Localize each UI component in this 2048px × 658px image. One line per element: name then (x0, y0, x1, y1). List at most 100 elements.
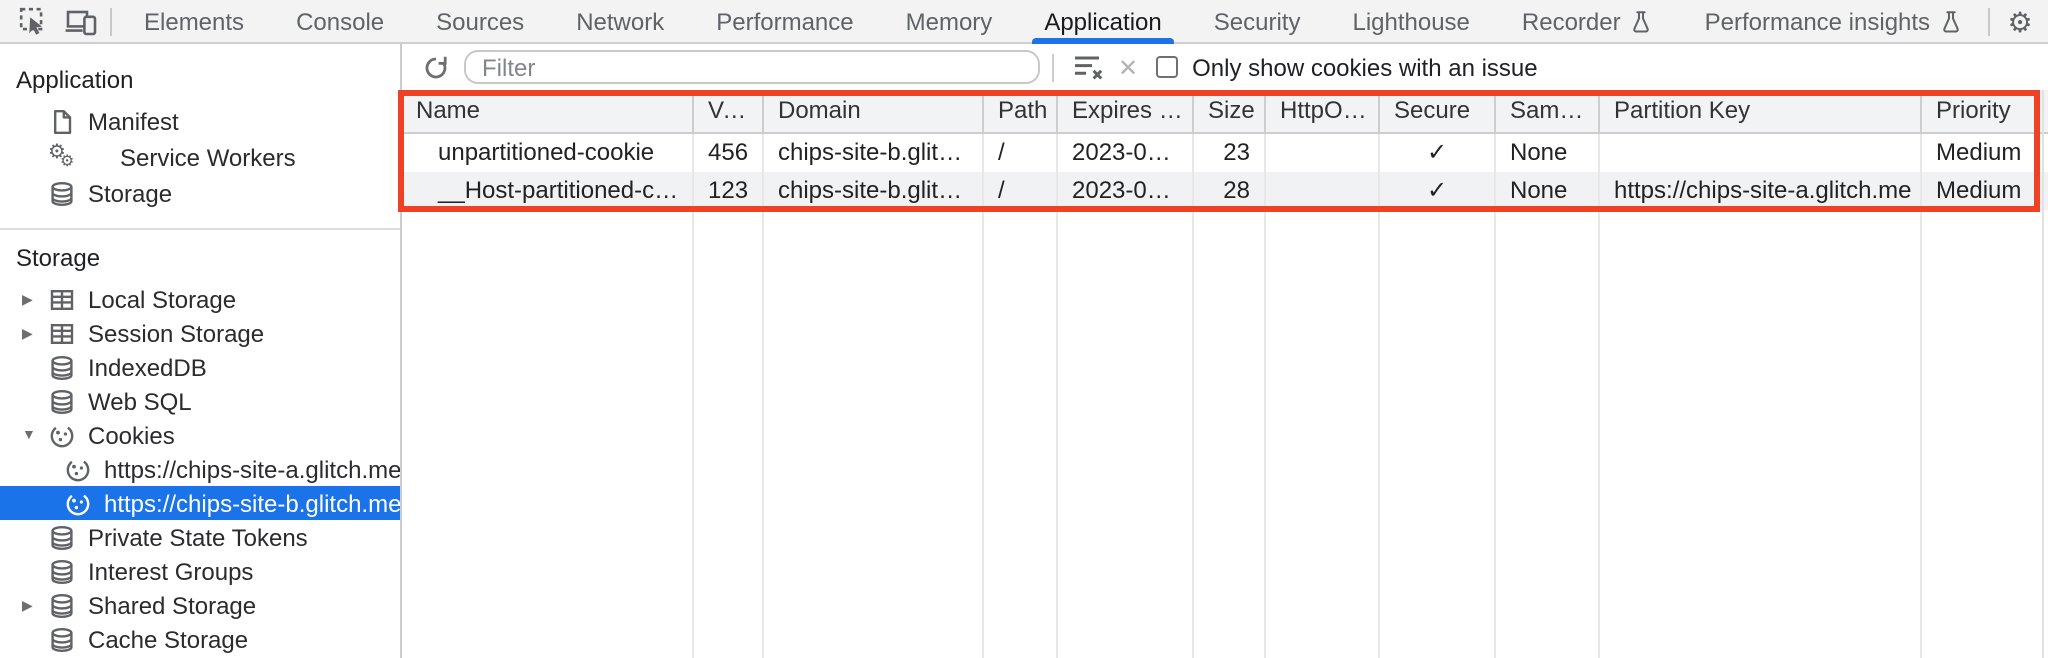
empty-grid-cell (694, 210, 764, 658)
sidebar-item-indexeddb[interactable]: IndexedDB (0, 350, 400, 384)
table-icon (48, 285, 76, 313)
cookie-row-cell-path[interactable]: / (984, 134, 1058, 172)
settings-button[interactable]: ⚙ (1996, 0, 2044, 43)
cookie-row-cell-expires[interactable]: 2023-07-07… (1058, 134, 1194, 172)
sidebar-item-local-storage[interactable]: ▶ Local Storage (0, 282, 400, 316)
tab-performance[interactable]: Performance (716, 7, 854, 35)
inspect-element-button[interactable] (8, 0, 56, 43)
sidebar-item-label: Local Storage (88, 285, 237, 313)
cookie-row-cell-httponly[interactable] (1266, 134, 1380, 172)
database-icon (48, 557, 76, 585)
cookie-row-cell-domain[interactable]: chips-site-b.glitch.me (764, 134, 984, 172)
clear-filter-icon (1075, 56, 1103, 80)
sidebar-item-label: Web SQL (88, 387, 192, 415)
cookie-row-cell-partition-key[interactable]: https://chips-site-a.glitch.me (1600, 172, 1922, 210)
storage-section-title: Storage (16, 244, 101, 272)
cookies-toolbar: ✕ Only show cookies with an issue (402, 44, 2048, 90)
sidebar-item-label: Service Workers (120, 144, 296, 172)
filter-input[interactable] (464, 50, 1040, 84)
empty-grid-cell (1194, 210, 1266, 658)
more-options-button[interactable]: ⋮ (2044, 0, 2048, 43)
database-icon (48, 387, 76, 415)
panel-right-edge-line (2042, 90, 2044, 658)
application-section-title: Application (16, 66, 134, 94)
only-issue-cookies-checkbox[interactable] (1156, 56, 1179, 78)
toolbar-separator (1052, 53, 1054, 81)
only-issue-cookies-label[interactable]: Only show cookies with an issue (1192, 53, 1538, 81)
cookie-row-cell-samesite[interactable]: None (1496, 172, 1600, 210)
column-header-value[interactable]: Value (694, 90, 764, 134)
sidebar-item-web-sql[interactable]: Web SQL (0, 384, 400, 418)
tab-recorder[interactable]: Recorder (1496, 0, 1679, 43)
sidebar-item-storage[interactable]: Storage (0, 176, 400, 212)
sidebar-item-interest-groups[interactable]: Interest Groups (0, 554, 400, 588)
column-header-name[interactable]: Name (402, 90, 694, 134)
cookie-row-cell-partition-key[interactable] (1600, 134, 1922, 172)
clear-filter-button[interactable] (1072, 54, 1104, 80)
expanded-triangle-icon[interactable]: ▼ (22, 428, 36, 442)
cookie-row-cell-domain[interactable]: chips-site-b.glitch.me (764, 172, 984, 210)
cookie-row-cell-value[interactable]: 123 (694, 172, 764, 210)
sidebar-item-manifest[interactable]: Manifest (0, 104, 400, 140)
column-header-expires[interactable]: Expires / M… (1058, 90, 1194, 134)
tab-security[interactable]: Security (1213, 7, 1301, 35)
application-sidebar: Application Manifest ⚙⚙ Service Workers (0, 44, 402, 658)
empty-grid-cell (1266, 210, 1380, 658)
cookie-row-cell-name[interactable]: unpartitioned-cookie (402, 134, 694, 172)
cookie-row-cell-samesite[interactable]: None (1496, 134, 1600, 172)
devtools-tabbar: Elements Console Sources Network Perform… (0, 0, 2048, 44)
tab-application[interactable]: Application (1018, 0, 1187, 43)
column-header-httponly[interactable]: HttpOnly (1266, 90, 1380, 134)
empty-grid-cell (984, 210, 1058, 658)
collapsed-triangle-icon[interactable]: ▶ (22, 293, 33, 307)
cookie-row-cell-name[interactable]: __Host-partitioned-cookie (402, 172, 694, 210)
collapsed-triangle-icon[interactable]: ▶ (22, 327, 33, 341)
collapsed-triangle-icon[interactable]: ▶ (22, 599, 33, 613)
empty-grid-cell (1496, 210, 1600, 658)
column-header-samesite[interactable]: SameSite (1496, 90, 1600, 134)
sidebar-item-cache-storage[interactable]: Cache Storage (0, 622, 400, 656)
tab-console[interactable]: Console (296, 7, 385, 35)
inspect-icon (18, 7, 42, 35)
cookie-row-cell-size[interactable]: 23 (1194, 134, 1266, 172)
tab-elements[interactable]: Elements (144, 7, 245, 35)
sidebar-item-service-workers[interactable]: ⚙⚙ Service Workers (0, 140, 400, 176)
cookie-row-cell-priority[interactable]: Medium (1922, 172, 2048, 210)
cookie-row-cell-value[interactable]: 456 (694, 134, 764, 172)
sidebar-item-cookies-site-b-selected[interactable]: https://chips-site-b.glitch.me (0, 486, 400, 520)
tab-performance-insights[interactable]: Performance insights (1679, 0, 1988, 43)
cookie-row-cell-path[interactable]: / (984, 172, 1058, 210)
cookie-row-cell-size[interactable]: 28 (1194, 172, 1266, 210)
cookie-row-cell-httponly[interactable] (1266, 172, 1380, 210)
sidebar-item-private-state-tokens[interactable]: Private State Tokens (0, 520, 400, 554)
column-header-path[interactable]: Path (984, 90, 1058, 134)
tab-network[interactable]: Network (576, 7, 665, 35)
sidebar-item-session-storage[interactable]: ▶ Session Storage (0, 316, 400, 350)
sidebar-item-cookies[interactable]: ▼ Cookies (0, 418, 400, 452)
tab-lighthouse[interactable]: Lighthouse (1352, 7, 1470, 35)
tab-memory[interactable]: Memory (905, 7, 993, 35)
column-header-partition-key[interactable]: Partition Key (1600, 90, 1922, 134)
device-toolbar-button[interactable] (56, 0, 104, 43)
sidebar-item-shared-storage[interactable]: ▶ Shared Storage (0, 588, 400, 622)
clear-icon[interactable]: ✕ (1118, 53, 1139, 81)
column-header-priority[interactable]: Priority (1922, 90, 2048, 134)
table-icon (48, 319, 76, 347)
toolbar-separator (1988, 7, 1991, 35)
refresh-button[interactable] (418, 49, 454, 85)
tab-sources[interactable]: Sources (436, 7, 525, 35)
cookie-row-cell-priority[interactable]: Medium (1936, 138, 2022, 166)
database-icon (48, 353, 76, 381)
empty-grid-cell (1922, 210, 2048, 658)
cookie-row-cell-secure[interactable]: ✓ (1380, 172, 1496, 210)
sidebar-item-cookies-site-a[interactable]: https://chips-site-a.glitch.me (0, 452, 400, 486)
sidebar-item-label: Private State Tokens (88, 523, 308, 551)
cookie-row-cell-expires[interactable]: 2023-07-07… (1058, 172, 1194, 210)
sidebar-item-label: IndexedDB (88, 353, 207, 381)
empty-grid-cell (764, 210, 984, 658)
column-header-secure[interactable]: Secure (1380, 90, 1496, 134)
sidebar-item-label: Cache Storage (88, 625, 249, 653)
column-header-domain[interactable]: Domain (764, 90, 984, 134)
column-header-size[interactable]: Size (1194, 90, 1266, 134)
cookie-row-cell-secure[interactable]: ✓ (1380, 134, 1496, 172)
